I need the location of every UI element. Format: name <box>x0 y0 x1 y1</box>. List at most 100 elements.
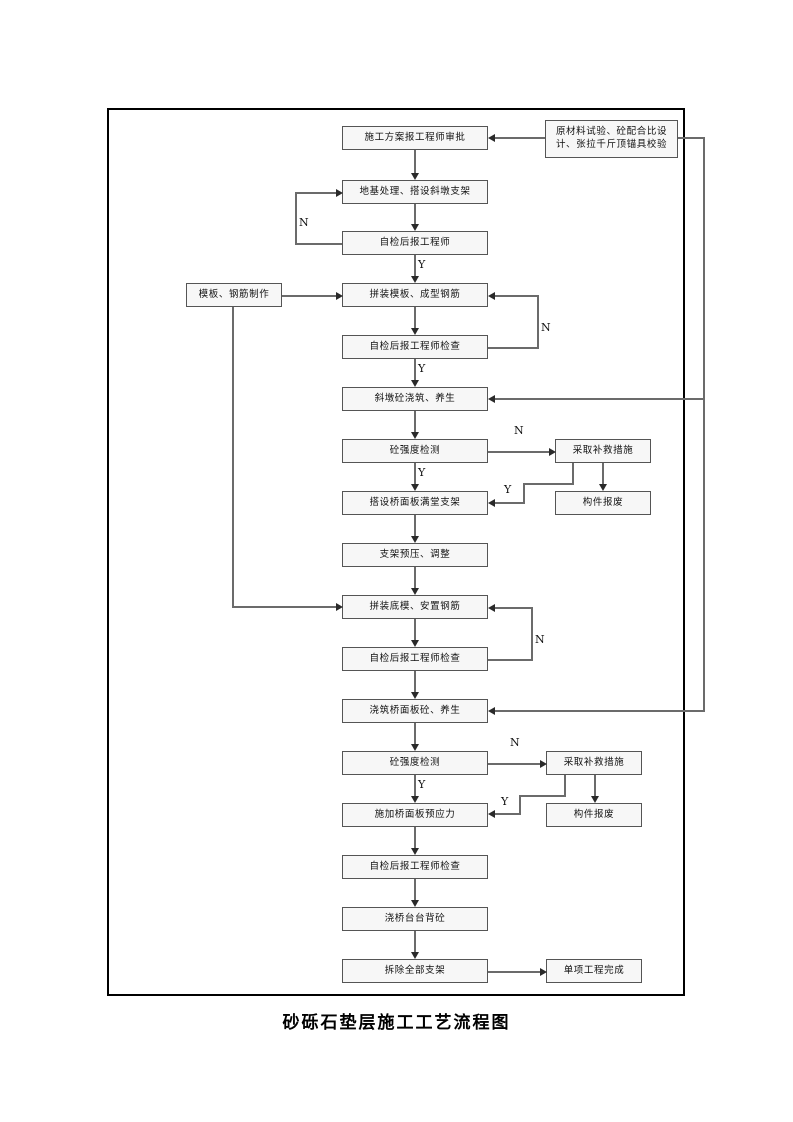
arrowhead-remedial1-to-scrapped1 <box>599 484 607 491</box>
branch-label-n-2: N <box>541 321 551 334</box>
arrowhead-remedial2-y-to-prestress <box>488 810 495 818</box>
connector-selfcheck2-n-return <box>494 295 539 297</box>
connector-formwork-to-assemble <box>282 295 336 297</box>
node-single-project-complete[interactable]: 单项工程完成 <box>546 959 642 983</box>
arrowhead-formwork-to-bottommold <box>336 603 343 611</box>
branch-label-n-4: N <box>535 633 545 646</box>
connector-remedial1-y-drop2 <box>523 483 525 504</box>
arrowhead-pierconcrete-to-strengthtest1 <box>411 432 419 439</box>
node-self-check-report-engineer-2[interactable]: 自检后报工程师检查 <box>342 335 488 359</box>
node-assemble-formwork-shape-rebar[interactable]: 拼装模板、成型钢筋 <box>342 283 488 307</box>
arrowhead-preload-to-bottommold <box>411 588 419 595</box>
arrowhead-selfcheck1-n-return <box>336 189 343 197</box>
node-abutment-back-concrete[interactable]: 浇桥台台背砼 <box>342 907 488 931</box>
connector-pierconcrete-to-strengthtest1 <box>414 411 416 432</box>
node-foundation-treatment-pier-support[interactable]: 地基处理、搭设斜墩支架 <box>342 180 488 204</box>
node-formwork-rebar-fabrication[interactable]: 模板、钢筋制作 <box>186 283 282 307</box>
connector-right-rail-to-deck-concrete <box>494 710 705 712</box>
connector-selfcheck1-to-assemble <box>414 255 416 276</box>
arrowhead-abutment-to-removesupports <box>411 952 419 959</box>
branch-label-y-1: Y <box>418 258 426 271</box>
arrowhead-remedial1-y-to-decksupport <box>488 499 495 507</box>
connector-selfcheck1-n-out <box>295 243 342 245</box>
connector-remedial1-y-left <box>523 483 574 485</box>
node-support-preloading-adjustment[interactable]: 支架预压、调整 <box>342 543 488 567</box>
arrowhead-foundation-to-selfcheck1 <box>411 224 419 231</box>
connector-selfcheck2-n-riser <box>537 295 539 349</box>
connector-remedial2-to-scrapped2 <box>594 775 596 796</box>
connector-deckconcrete-to-strengthtest2 <box>414 723 416 744</box>
arrowhead-right-rail-to-pier-concrete <box>488 395 495 403</box>
page-border-frame <box>107 108 685 996</box>
node-material-test-mix-design[interactable]: 原材料试验、砼配合比设计、张拉千斤顶锚具校验 <box>545 120 678 158</box>
branch-label-y-4: Y <box>504 483 512 496</box>
node-concrete-strength-test-2[interactable]: 砼强度检测 <box>342 751 488 775</box>
connector-strengthtest2-to-remedial2 <box>488 763 540 765</box>
arrowhead-selfcheck3-n-return <box>488 604 495 612</box>
connector-plan-to-foundation <box>414 150 416 173</box>
connector-bottommold-to-selfcheck3 <box>414 619 416 640</box>
connector-selfcheck4-to-abutment <box>414 879 416 900</box>
arrowhead-selfcheck2-to-pierconcrete <box>411 380 419 387</box>
connector-formwork-to-bottommold <box>232 606 336 608</box>
arrowhead-prestress-to-selfcheck4 <box>411 848 419 855</box>
branch-label-y-6: Y <box>501 795 509 808</box>
arrowhead-selfcheck2-n-return <box>488 292 495 300</box>
node-remedial-measures-2[interactable]: 采取补救措施 <box>546 751 642 775</box>
arrowhead-remedial2-to-scrapped2 <box>591 796 599 803</box>
connector-strengthtest1-to-remedial1 <box>488 451 549 453</box>
branch-label-n-1: N <box>299 216 309 229</box>
arrowhead-strengthtest2-to-prestress <box>411 796 419 803</box>
arrowhead-strengthtest2-to-remedial2 <box>540 760 547 768</box>
connector-right-rail-to-pier-concrete <box>494 398 705 400</box>
connector-remedial1-to-scrapped1 <box>602 463 604 484</box>
arrowhead-formwork-to-assemble <box>336 292 343 300</box>
arrowhead-plan-to-foundation <box>411 173 419 180</box>
connector-strengthtest1-to-decksupport <box>414 463 416 484</box>
node-concrete-strength-test-1[interactable]: 砼强度检测 <box>342 439 488 463</box>
node-self-check-report-engineer-1[interactable]: 自检后报工程师 <box>342 231 488 255</box>
node-bridge-deck-concrete-pour-curing[interactable]: 浇筑桥面板砼、养生 <box>342 699 488 723</box>
connector-remedial1-y-drop <box>572 463 574 485</box>
node-bridge-deck-full-support[interactable]: 搭设桥面板满堂支架 <box>342 491 488 515</box>
arrowhead-right-rail-to-deck-concrete <box>488 707 495 715</box>
node-construction-plan-approval[interactable]: 施工方案报工程师审批 <box>342 126 488 150</box>
node-assemble-bottom-mold-rebar[interactable]: 拼装底模、安置钢筋 <box>342 595 488 619</box>
arrowhead-removesupports-to-complete <box>540 968 547 976</box>
connector-prestress-to-selfcheck4 <box>414 827 416 848</box>
connector-selfcheck3-to-deckconcrete <box>414 671 416 692</box>
connector-remedial2-y-drop2 <box>519 795 521 815</box>
connector-remedial2-y-to-prestress <box>494 813 521 815</box>
connector-remedial2-y-left <box>519 795 566 797</box>
branch-label-n-5: N <box>510 736 520 749</box>
arrowhead-assemble-to-selfcheck2 <box>411 328 419 335</box>
connector-assemble-to-selfcheck2 <box>414 307 416 328</box>
connector-strengthtest2-to-prestress <box>414 775 416 796</box>
arrowhead-selfcheck3-to-deckconcrete <box>411 692 419 699</box>
connector-selfcheck3-n-out <box>488 659 533 661</box>
arrowhead-strengthtest1-to-decksupport <box>411 484 419 491</box>
connector-selfcheck3-n-return <box>494 607 533 609</box>
node-apply-deck-prestress[interactable]: 施加桥面板预应力 <box>342 803 488 827</box>
node-component-scrapped-1[interactable]: 构件报废 <box>555 491 651 515</box>
node-pier-concrete-pour-curing[interactable]: 斜墩砼浇筑、养生 <box>342 387 488 411</box>
arrowhead-decksupport-to-preload <box>411 536 419 543</box>
connector-selfcheck2-to-pierconcrete <box>414 359 416 380</box>
node-remedial-measures-1[interactable]: 采取补救措施 <box>555 439 651 463</box>
connector-remedial2-y-drop <box>564 775 566 797</box>
arrowhead-bottommold-to-selfcheck3 <box>411 640 419 647</box>
branch-label-y-3: Y <box>418 466 426 479</box>
branch-label-y-2: Y <box>418 362 426 375</box>
arrowhead-selfcheck4-to-abutment <box>411 900 419 907</box>
connector-formwork-down-rail <box>232 307 234 606</box>
node-self-check-report-engineer-3[interactable]: 自检后报工程师检查 <box>342 647 488 671</box>
connector-material-right-stub <box>678 137 705 139</box>
connector-removesupports-to-complete <box>488 971 540 973</box>
connector-remedial1-y-to-decksupport <box>494 502 525 504</box>
node-remove-all-supports[interactable]: 拆除全部支架 <box>342 959 488 983</box>
branch-label-n-3: N <box>514 424 524 437</box>
node-component-scrapped-2[interactable]: 构件报废 <box>546 803 642 827</box>
connector-selfcheck2-n-out <box>488 347 539 349</box>
node-self-check-report-engineer-4[interactable]: 自检后报工程师检查 <box>342 855 488 879</box>
